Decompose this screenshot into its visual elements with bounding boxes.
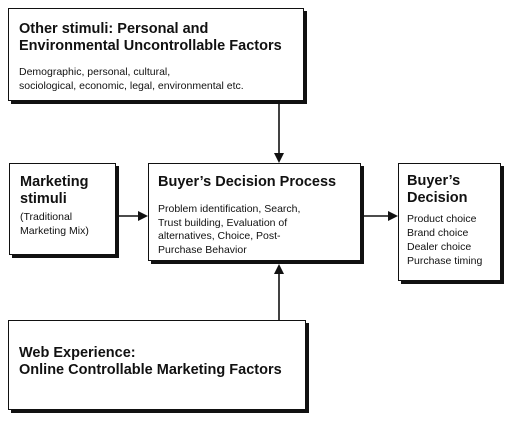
other-stimuli-description: Demographic, personal, cultural, sociolo… [19,66,244,92]
decision-process-title: Buyer’s Decision Process [158,174,337,190]
other-stimuli-box: Other stimuli: Personal and Environmenta… [8,8,304,101]
web-experience-box: Web Experience: Online Controllable Mark… [8,320,306,410]
decision-process-box: Buyer’s Decision Process Problem identif… [148,163,361,261]
marketing-stimuli-title: Marketing stimuli [20,174,89,207]
buyers-decision-title: Buyer’s Decision [407,173,468,206]
buyers-decision-description: Product choice Brand choice Dealer choic… [407,213,483,267]
buyers-decision-box: Buyer’s Decision Product choice Brand ch… [398,163,501,281]
web-experience-title: Web Experience: Online Controllable Mark… [19,345,282,378]
marketing-stimuli-description: (Traditional Marketing Mix) [20,211,89,237]
marketing-stimuli-box: Marketing stimuli (Traditional Marketing… [9,163,116,255]
decision-process-description: Problem identification, Search, Trust bu… [158,203,301,256]
other-stimuli-title: Other stimuli: Personal and Environmenta… [19,21,282,54]
